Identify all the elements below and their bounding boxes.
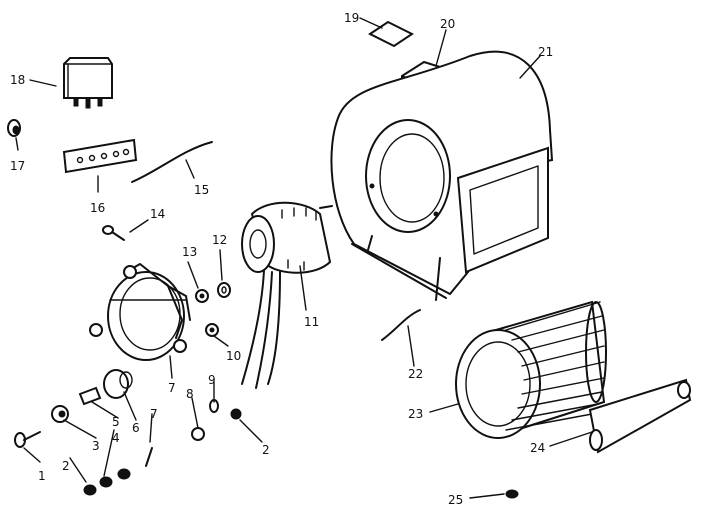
screw bbox=[102, 225, 125, 241]
callout-24: 24 bbox=[530, 441, 545, 455]
grommet bbox=[7, 119, 21, 137]
blower-wheel bbox=[455, 300, 607, 439]
callout-4: 4 bbox=[112, 431, 120, 445]
callout-5: 5 bbox=[112, 415, 120, 429]
capacitor bbox=[63, 57, 113, 109]
callout-25: 25 bbox=[448, 493, 463, 507]
callout-14: 14 bbox=[150, 207, 165, 221]
ground-clip bbox=[191, 427, 205, 441]
callout-20: 20 bbox=[440, 17, 455, 31]
housing-screw bbox=[505, 489, 519, 499]
callout-12: 12 bbox=[212, 233, 227, 247]
callout-8: 8 bbox=[186, 387, 194, 401]
callout-19: 19 bbox=[344, 11, 359, 25]
isolator-washer bbox=[51, 405, 69, 423]
callout-7b: 7 bbox=[168, 381, 176, 395]
callout-6: 6 bbox=[132, 421, 140, 435]
callout-21: 21 bbox=[538, 45, 553, 59]
callout-23: 23 bbox=[408, 407, 423, 421]
callout-11: 11 bbox=[304, 315, 319, 329]
washer bbox=[217, 282, 231, 298]
terminal-strip bbox=[62, 138, 138, 174]
callout-7a: 7 bbox=[150, 407, 158, 421]
callout-2b: 2 bbox=[262, 443, 270, 457]
spacer bbox=[78, 386, 102, 406]
callout-13: 13 bbox=[182, 245, 197, 259]
nut bbox=[195, 289, 209, 303]
leader-lines bbox=[15, 17, 593, 499]
support-bar bbox=[588, 378, 692, 454]
blower-motor bbox=[241, 201, 333, 389]
callout-10: 10 bbox=[226, 349, 241, 363]
callout-15: 15 bbox=[194, 183, 209, 197]
callout-3: 3 bbox=[92, 439, 100, 453]
callout-labels: 1 2 2 3 4 5 6 7 7 8 9 10 11 12 13 14 15 … bbox=[10, 11, 553, 507]
blower-housing bbox=[330, 50, 554, 301]
wire-tie bbox=[131, 141, 213, 183]
motor-mount-bracket bbox=[89, 263, 191, 361]
callout-2a: 2 bbox=[62, 459, 70, 473]
lock-nuts bbox=[83, 447, 153, 496]
isolator bbox=[103, 369, 133, 399]
motor-nut bbox=[205, 323, 219, 337]
mounting-bolt bbox=[14, 431, 41, 448]
callout-17: 17 bbox=[10, 159, 25, 173]
callout-9: 9 bbox=[208, 373, 216, 387]
callout-22: 22 bbox=[408, 367, 423, 381]
callout-1: 1 bbox=[38, 469, 46, 483]
callout-16: 16 bbox=[90, 201, 105, 215]
hex-nut bbox=[230, 408, 242, 420]
tie-wire bbox=[381, 309, 421, 341]
callout-18: 18 bbox=[10, 73, 25, 87]
